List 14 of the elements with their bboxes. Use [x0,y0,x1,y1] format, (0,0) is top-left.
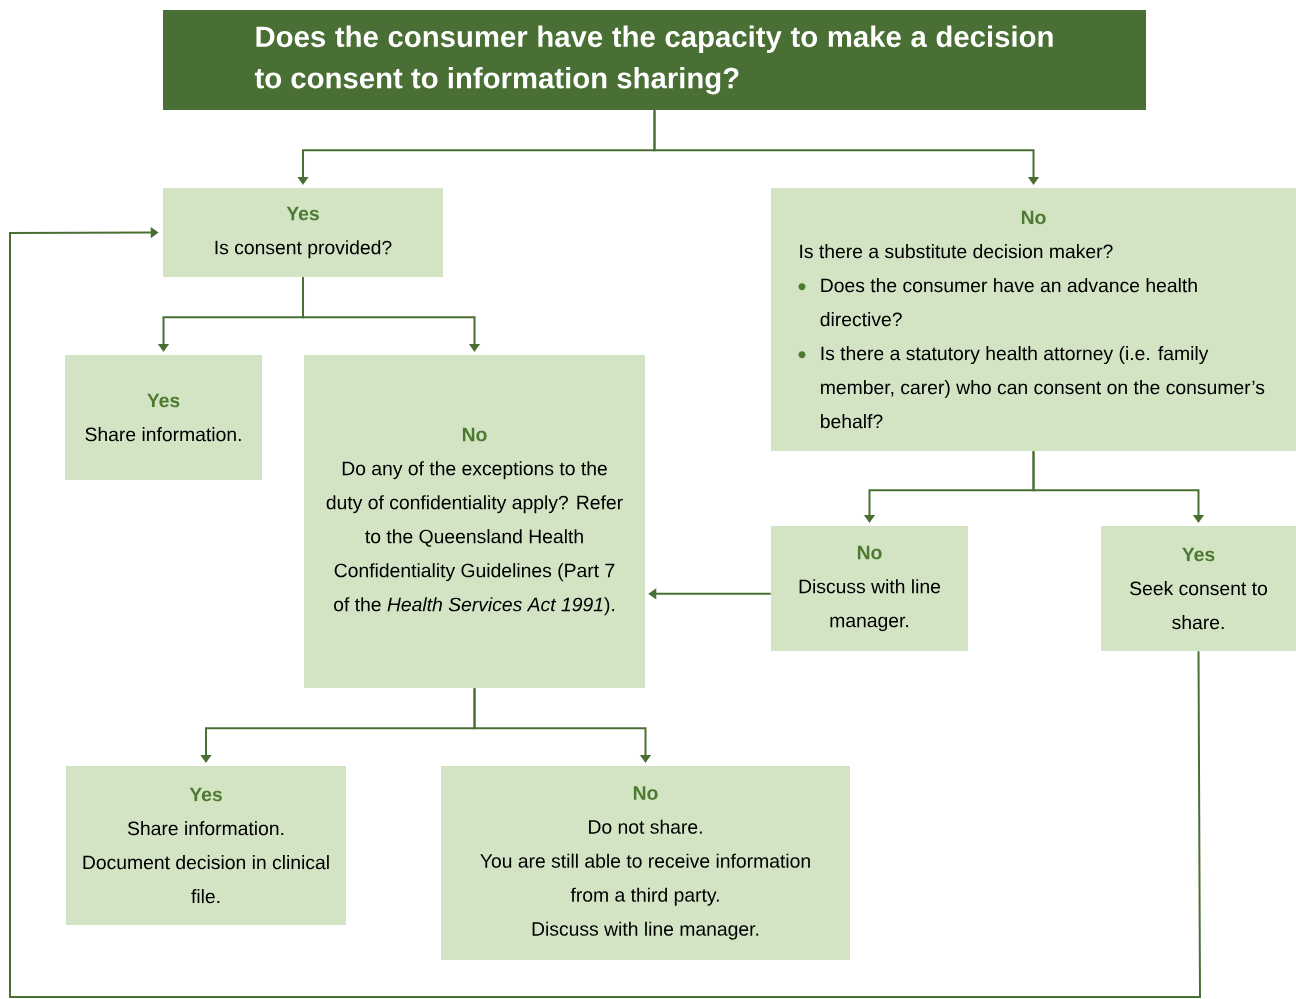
decision-box: No Discuss with line manager. [771,526,968,651]
arrow [473,687,652,763]
decision-box: Yes Share information. [65,355,262,480]
arrow [9,226,1201,998]
arrow [653,109,1040,185]
decision-box: Yes Share information. Document decision in clinical file. [66,766,346,925]
decision-box: No Is there a substitute decision maker? Does the consumer have an advance health directive? Is there a statutory health attorney (i.e. family member, carer) who can consent on the consumer’s behalf? [771,188,1296,451]
decision-box: No Do not share. You are still able to receive information from a third party. Discuss with line manager. [441,766,850,960]
arrow [1032,450,1205,523]
heading-box: Does the consumer have the capacity to make a decision to consent to information sharing? [163,10,1146,110]
decision-box: Yes Seek consent to share. [1101,526,1296,651]
arrow [302,276,481,352]
decision-box: No Do any of the exceptions to the duty of confidentiality apply? Refer to the Queensland Health Confidentiality Guidelines (Part 7 of the Health Services Act 1991). [304,355,645,688]
decision-box: Yes Is consent provided? [163,188,443,277]
